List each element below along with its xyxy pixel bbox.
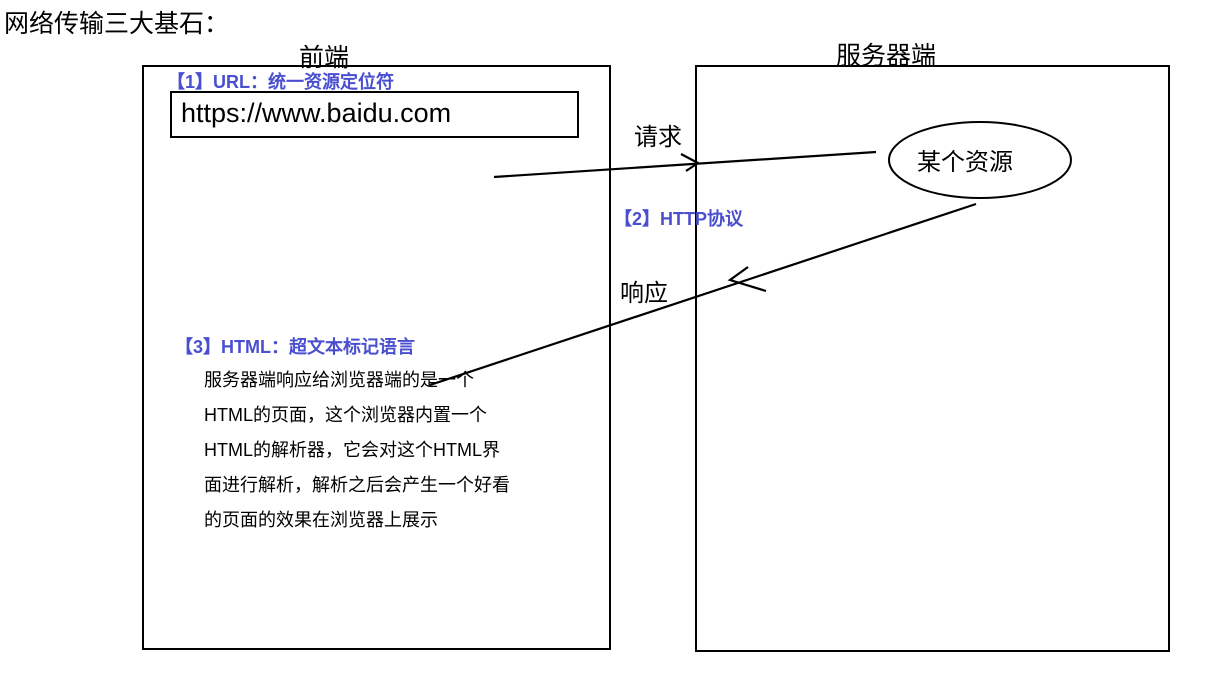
frontend-label: 前端 bbox=[299, 43, 350, 72]
description-line: 服务器端响应给浏览器端的是一个 bbox=[204, 370, 474, 390]
protocol-label: 【2】HTTP协议 bbox=[614, 209, 744, 229]
resource-ellipse bbox=[888, 121, 1072, 199]
frontend-box bbox=[142, 65, 611, 650]
response-arrowhead bbox=[727, 266, 767, 293]
html-description: 服务器端响应给浏览器端的是一个 HTML的页面，这个浏览器内置一个 HTML的解… bbox=[204, 363, 564, 538]
url-address-box bbox=[170, 91, 579, 138]
url-heading: 【1】URL：统一资源定位符 bbox=[167, 72, 395, 92]
url-value: https://www.baidu.com bbox=[181, 98, 452, 128]
description-line: HTML的页面，这个浏览器内置一个 bbox=[204, 405, 487, 425]
request-arrowhead bbox=[680, 153, 701, 172]
description-line: HTML的解析器，它会对这个HTML界 bbox=[204, 440, 500, 460]
server-box bbox=[695, 65, 1170, 652]
response-arrow-line bbox=[429, 202, 977, 387]
description-line: 的页面的效果在浏览器上展示 bbox=[204, 510, 438, 530]
page-title: 网络传输三大基石： bbox=[4, 9, 230, 38]
response-label: 响应 bbox=[620, 279, 668, 307]
request-arrow-line bbox=[493, 150, 877, 179]
resource-label: 某个资源 bbox=[917, 148, 1013, 176]
html-heading: 【3】HTML：超文本标记语言 bbox=[175, 337, 415, 357]
request-label: 请求 bbox=[634, 123, 682, 151]
description-line: 面进行解析，解析之后会产生一个好看 bbox=[204, 475, 510, 495]
